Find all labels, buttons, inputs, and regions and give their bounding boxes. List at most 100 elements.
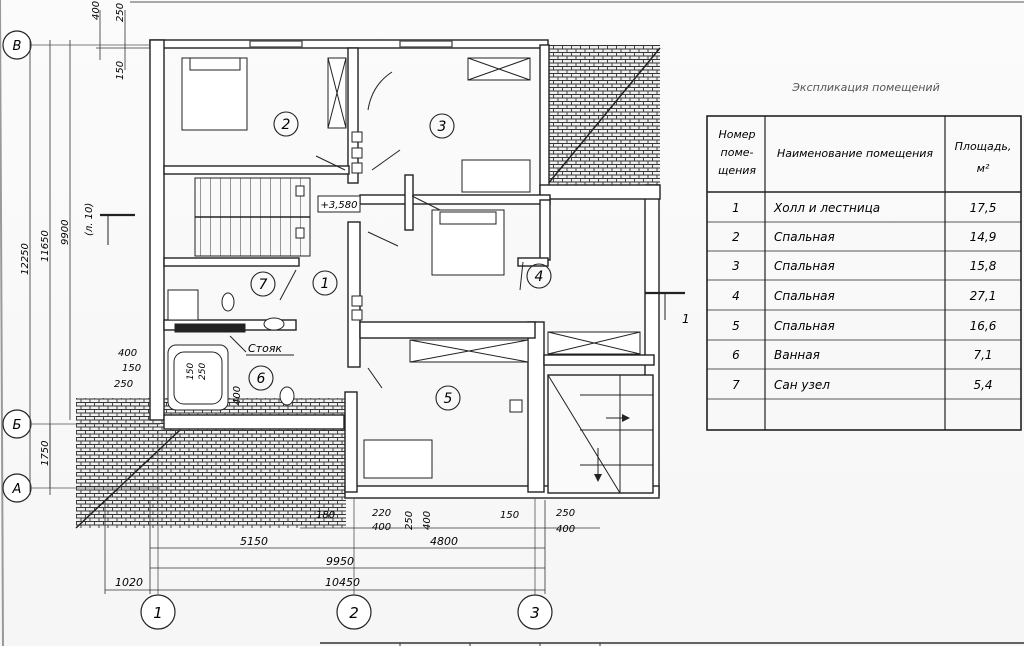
dim-top-250: 250 bbox=[115, 3, 126, 22]
row-name: Спальная bbox=[774, 230, 835, 244]
row-area: 17,5 bbox=[970, 201, 997, 215]
header-num-3: щения bbox=[718, 164, 756, 177]
room-number-3: 3 bbox=[438, 119, 447, 135]
table-row: 2 Спальная 14,9 bbox=[732, 230, 996, 244]
sink-wc bbox=[263, 317, 285, 331]
dim-bottom-250b: 250 bbox=[556, 508, 575, 519]
riser-block bbox=[174, 323, 246, 333]
header-area-1: Площадь, bbox=[955, 140, 1012, 153]
dim-left-1750: 1750 bbox=[40, 441, 51, 466]
row-area: 16,6 bbox=[970, 319, 997, 333]
dim-bottom-400a: 400 bbox=[372, 522, 391, 533]
axis-label-v: В bbox=[13, 39, 22, 54]
row-name: Сан узел bbox=[774, 378, 830, 392]
row-name: Ванная bbox=[774, 348, 820, 362]
header-num-2: поме- bbox=[721, 146, 754, 159]
roof-hip-line bbox=[75, 429, 181, 529]
furniture bbox=[167, 57, 641, 479]
dim-left-150: 150 bbox=[122, 363, 141, 374]
dim-top-400: 400 bbox=[91, 1, 102, 20]
row-name: Спальная bbox=[774, 259, 835, 273]
header-area-2: м² bbox=[977, 162, 990, 175]
dim-top-150: 150 bbox=[115, 61, 126, 80]
dim-bottom-400b: 400 bbox=[422, 511, 433, 530]
desk-room-3 bbox=[461, 159, 531, 193]
sheet-edge bbox=[0, 0, 4, 646]
row-area: 15,8 bbox=[970, 259, 997, 273]
axis-bubbles: В Б А 1 2 3 bbox=[2, 30, 553, 630]
room-marker-5 bbox=[435, 385, 461, 411]
axis-label-b: Б bbox=[13, 418, 22, 433]
header-num-1: Номер bbox=[718, 128, 755, 141]
room-number-7: 7 bbox=[259, 277, 268, 293]
room-number-2: 2 bbox=[282, 117, 291, 133]
row-name: Спальная bbox=[774, 289, 835, 303]
room-marker-7 bbox=[250, 271, 276, 297]
room-marker-3 bbox=[429, 113, 455, 139]
section-mark-left: (л. 10) bbox=[84, 203, 135, 245]
row-area: 27,1 bbox=[970, 289, 997, 303]
bath-label-2: 250 bbox=[198, 363, 208, 380]
room-number-5: 5 bbox=[444, 391, 453, 407]
table-row: 4 Спальная 27,1 bbox=[732, 289, 996, 303]
header-name: Наименование помещения bbox=[777, 147, 933, 160]
level-mark: +3,580 bbox=[320, 200, 357, 211]
row-num: 6 bbox=[732, 348, 740, 362]
dim-9950: 9950 bbox=[326, 555, 354, 568]
desk-room-5 bbox=[363, 439, 433, 479]
row-name: Спальная bbox=[774, 319, 835, 333]
table-row: 1 Холл и лестница 17,5 bbox=[732, 201, 996, 215]
row-num: 4 bbox=[732, 289, 740, 303]
room-number-1: 1 bbox=[321, 276, 330, 292]
dim-left-12250: 12250 bbox=[20, 243, 31, 275]
room-markers: 2 3 7 1 4 6 5 bbox=[248, 111, 552, 411]
stack-label: Стояк bbox=[248, 342, 282, 355]
table-caption: Экспликация помещений bbox=[791, 81, 940, 94]
row-num: 3 bbox=[732, 259, 740, 273]
section-right-label: 1 bbox=[682, 312, 690, 326]
dim-left-11650: 11650 bbox=[40, 230, 51, 262]
room-marker-1 bbox=[312, 270, 338, 296]
row-num: 2 bbox=[732, 230, 740, 244]
room-number-4: 4 bbox=[535, 269, 544, 285]
staircase-bottom bbox=[547, 374, 654, 494]
row-area: 7,1 bbox=[973, 348, 992, 362]
dim-bottom-250: 250 bbox=[404, 511, 415, 530]
row-num: 5 bbox=[732, 319, 740, 333]
row-area: 14,9 bbox=[970, 230, 997, 244]
table-row: 6 Ванная 7,1 bbox=[732, 348, 992, 362]
section-mark-right: 1 bbox=[645, 291, 690, 326]
table-row: 5 Спальная 16,6 bbox=[732, 319, 997, 333]
row-name: Холл и лестница bbox=[773, 201, 880, 215]
sink-bath bbox=[279, 386, 295, 406]
room-number-6: 6 bbox=[257, 371, 266, 387]
axis-label-3: 3 bbox=[530, 604, 540, 622]
shower-tray bbox=[167, 289, 199, 321]
axis-label-a: А bbox=[12, 482, 22, 497]
row-area: 5,4 bbox=[973, 378, 992, 392]
dim-5150: 5150 bbox=[240, 535, 268, 548]
dim-left-400: 400 bbox=[118, 348, 137, 359]
row-num: 1 bbox=[732, 201, 740, 215]
bath-label-1: 150 bbox=[186, 363, 196, 380]
room-marker-4 bbox=[526, 263, 552, 289]
toilet bbox=[221, 292, 235, 312]
dim-bottom-180: 180 bbox=[316, 510, 335, 521]
row-num: 7 bbox=[732, 378, 740, 392]
explication-table: Экспликация помещений Номер поме- щения … bbox=[706, 81, 1022, 431]
section-left-label: (л. 10) bbox=[84, 203, 95, 236]
room-marker-6 bbox=[248, 365, 274, 391]
dim-inner-400: 400 bbox=[232, 386, 243, 405]
dim-10450: 10450 bbox=[325, 576, 360, 589]
level-mark-box bbox=[317, 195, 361, 213]
table-row: 7 Сан узел 5,4 bbox=[732, 378, 992, 392]
dim-4800: 4800 bbox=[430, 535, 458, 548]
door-swings bbox=[279, 71, 524, 389]
dim-left-250: 250 bbox=[114, 379, 133, 390]
dim-bottom-400c: 400 bbox=[556, 524, 575, 535]
axis-label-1: 1 bbox=[153, 604, 163, 622]
room-marker-2 bbox=[273, 111, 299, 137]
dim-left-9900: 9900 bbox=[60, 220, 71, 245]
